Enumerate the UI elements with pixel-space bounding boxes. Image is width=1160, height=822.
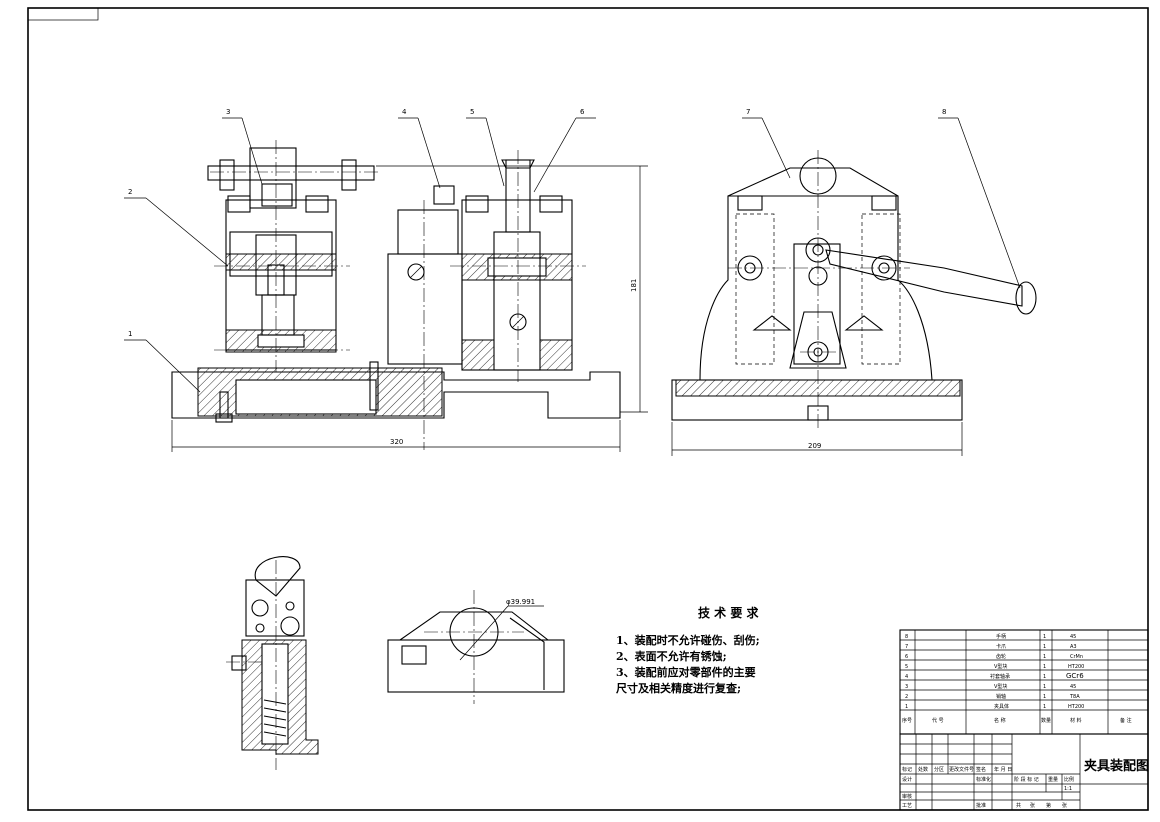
detail-section: [226, 556, 319, 770]
tb-label: 工艺: [902, 803, 912, 809]
bom-no: 6: [905, 654, 908, 660]
callout-1: 1: [128, 330, 132, 338]
bom-header-material: 材 料: [1070, 717, 1082, 724]
bom-no: 1: [905, 704, 908, 710]
tb-label: 审核: [902, 793, 912, 800]
bom-material: HT200: [1068, 664, 1084, 670]
side-view: 209: [671, 150, 1037, 456]
bom-name: 卡爪: [996, 643, 1006, 650]
tech-item: 3、装配前应对零部件的主要: [616, 666, 756, 679]
title-block: 标记 处数 分区 更改文件号 签名 年 月 日 设计 标准化 审核 工艺 批准 …: [899, 733, 1149, 811]
front-view: 181 320: [171, 140, 648, 452]
bom-material: 45: [1070, 684, 1076, 690]
bom-no: 5: [905, 664, 908, 670]
bom-name: V型块: [994, 663, 1007, 670]
tech-item: 1、装配时不允许碰伤、刮伤;: [616, 634, 760, 647]
tb-label: 第: [1046, 802, 1051, 809]
callout-7: 7: [746, 108, 750, 116]
bom-no: 8: [905, 634, 908, 640]
bom-material: CrMn: [1070, 654, 1083, 660]
callout-8: 8: [942, 108, 946, 116]
tb-scale: 1:1: [1064, 786, 1072, 792]
tech-requirements-title: 技 术 要 求: [698, 606, 759, 620]
bom-qty: 1: [1043, 704, 1046, 710]
bom-material: A3: [1070, 644, 1077, 650]
bom-no: 3: [905, 684, 908, 690]
bom-name: 夹具体: [994, 703, 1009, 710]
callout-6: 6: [580, 108, 585, 116]
dim-diameter: φ39.991: [506, 598, 535, 606]
bom-material: GCr6: [1066, 672, 1084, 680]
tb-label: 更改文件号: [949, 766, 974, 773]
drawing-border: [27, 7, 1149, 811]
tech-item: 2、表面不允许有锈蚀;: [616, 650, 727, 663]
bom-material: T8A: [1069, 694, 1080, 700]
code-box: [27, 7, 99, 21]
bom-qty: 1: [1043, 664, 1046, 670]
bom-no: 7: [905, 644, 908, 650]
tb-label: 阶 段 标 记: [1014, 776, 1039, 783]
bom-material: 45: [1070, 634, 1076, 640]
support-block: [387, 253, 463, 365]
bom-no: 2: [905, 694, 908, 700]
bom-header-name: 名 称: [994, 717, 1006, 724]
dim-width-front: 320: [390, 438, 403, 446]
bom-name: V型块: [994, 683, 1007, 690]
bom-header-code: 代 号: [932, 717, 944, 724]
tech-item: 尺寸及相关精度进行复查;: [616, 682, 742, 695]
tb-label: 比例: [1064, 776, 1074, 783]
dim-width-side: 209: [808, 442, 821, 450]
front-base: [171, 371, 621, 419]
tb-label: 批准: [976, 802, 986, 809]
callout-2: 2: [128, 188, 132, 196]
dim-height: 181: [630, 279, 638, 292]
tb-label: 签名: [976, 766, 986, 773]
bom-header-qty: 数量: [1041, 717, 1051, 724]
bom-qty: 1: [1043, 684, 1046, 690]
tb-label: 分区: [934, 766, 944, 773]
bom-qty: 1: [1043, 634, 1046, 640]
bom-name: 销轴: [996, 693, 1006, 700]
bom-table: 8 手柄 1 45 7 卡爪 1 A3 6 齿轮 1 CrMn 5 V型块 1 …: [899, 629, 1149, 735]
bom-header-no: 序号: [902, 717, 912, 724]
tb-label: 共: [1016, 802, 1021, 809]
callout-3: 3: [226, 108, 230, 116]
drawing-title: 夹具装配图: [1084, 758, 1149, 774]
bom-qty: 1: [1043, 654, 1046, 660]
bom-header-note: 备 注: [1120, 717, 1132, 724]
tb-label: 设计: [902, 776, 912, 783]
tb-label: 张: [1062, 802, 1067, 809]
tech-requirements: 技 术 要 求 1、装配时不允许碰伤、刮伤; 2、表面不允许有锈蚀; 3、装配前…: [616, 604, 836, 697]
bom-material: HT200: [1068, 704, 1084, 710]
bom-name: 手柄: [996, 633, 1006, 640]
detail-vblock: φ39.991: [387, 590, 565, 704]
callout-5: 5: [470, 108, 474, 116]
bom-name: 齿轮: [996, 653, 1006, 660]
tb-label: 标记: [902, 766, 912, 773]
bom-qty: 1: [1043, 674, 1046, 680]
bom-qty: 1: [1043, 694, 1046, 700]
tb-label: 标准化: [976, 776, 991, 783]
tb-label: 处数: [918, 766, 928, 773]
callouts: 1 2 3 4 5 6 7 8: [124, 108, 1021, 393]
bom-name: 衬套轴承: [990, 673, 1010, 680]
tb-label: 重量: [1048, 776, 1058, 783]
bom-no: 4: [905, 674, 908, 680]
tb-label: 年 月 日: [994, 766, 1012, 773]
bom-qty: 1: [1043, 644, 1046, 650]
callout-4: 4: [402, 108, 407, 116]
tb-label: 张: [1030, 802, 1035, 809]
